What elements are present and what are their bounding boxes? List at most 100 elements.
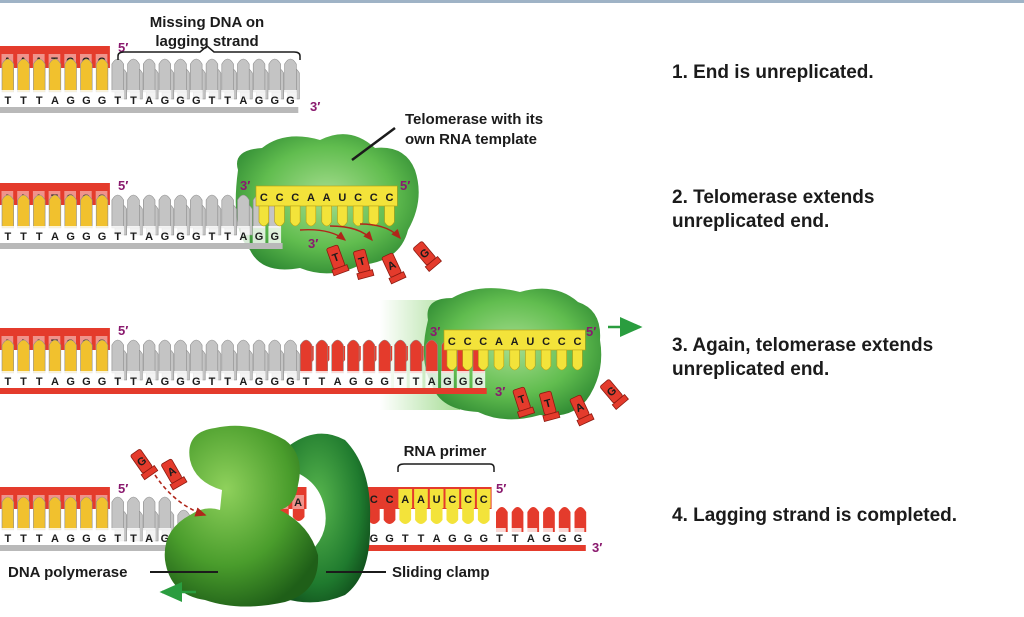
row2-bottom-base-box xyxy=(95,226,109,244)
row3-free-nucleotide-foot xyxy=(542,411,561,423)
row3-bottom-base: A xyxy=(428,376,436,388)
row4-primer-five-prime: 5′ xyxy=(496,481,506,496)
row4-primer-tooth xyxy=(477,508,490,524)
row3-bottom-base: G xyxy=(82,376,91,388)
row3-bottom-base: A xyxy=(239,376,247,388)
row4-bottom-end-base: G xyxy=(370,533,379,545)
row4-tail-tooth xyxy=(496,507,508,532)
row1-bottom-tooth xyxy=(205,58,219,93)
row3-bottom-base-box xyxy=(315,371,329,389)
row3-bottom-base-box xyxy=(252,371,266,389)
row4-bottom-end-base: T xyxy=(402,533,409,545)
row4-bottom-end-box xyxy=(508,528,522,546)
row3-bottom-base: T xyxy=(413,376,420,388)
row4-bottom-end-box xyxy=(540,528,553,546)
row1-bottom-base: G xyxy=(255,95,264,107)
row3-bottom-tooth xyxy=(127,339,140,374)
row1-bottom-base-box xyxy=(64,90,77,108)
row2-rna-base: A xyxy=(323,192,331,204)
row3-bottom-tooth xyxy=(174,339,187,374)
row3-rna-tooth xyxy=(493,349,505,371)
row1-bottom-base-box xyxy=(32,90,46,108)
row4-bottom-end-base: G xyxy=(479,533,488,545)
row3-bottom-base-box xyxy=(425,371,439,389)
row3-bottom-base: G xyxy=(255,376,264,388)
row3-bottom-base: G xyxy=(365,376,374,388)
row4-primer-base: A xyxy=(401,494,409,506)
row3-bottom-base-box xyxy=(111,371,125,389)
row3-bottom-base-box xyxy=(346,371,360,389)
row4-primer-box xyxy=(461,489,475,508)
row4-new-top-base: A xyxy=(294,497,302,509)
row4-bottom-base: T xyxy=(36,533,43,545)
row4-bottom-end-base: T xyxy=(496,533,503,545)
row1-bottom-tooth xyxy=(64,58,77,93)
row2-free-nucleotide: T xyxy=(353,248,375,281)
row2-bottom-tooth xyxy=(237,194,250,229)
row4-bottom-end-box xyxy=(477,528,491,546)
top-border xyxy=(0,0,1024,3)
row1-bottom-tooth xyxy=(174,58,187,93)
row1-bottom-base: T xyxy=(4,95,11,107)
row3-rna-tooth xyxy=(525,349,536,371)
row4-primer-tooth xyxy=(430,508,443,524)
row3-bottom-base-box xyxy=(1,371,15,389)
row2-rna-base: C xyxy=(385,192,393,204)
row3-bottom-tooth xyxy=(221,339,234,374)
row1-bottom-tooth xyxy=(190,58,203,93)
row4-bottom-rail xyxy=(0,545,173,551)
row3-bottom-base-box xyxy=(48,371,62,389)
row2-bottom-base-box xyxy=(221,226,234,244)
row2-free-nucleotide-foot xyxy=(388,271,407,285)
row1-bottom-base-box xyxy=(48,90,62,108)
row3-bottom-base: A xyxy=(334,376,342,388)
row2-bottom-tooth xyxy=(127,194,140,229)
row4-primer-box xyxy=(382,489,397,508)
row2-bottom-tooth xyxy=(205,194,219,229)
row2-incorporation-arrow xyxy=(299,229,347,241)
row3-bottom-tooth xyxy=(300,339,313,374)
row2-bottom-base: T xyxy=(224,231,231,243)
row3-bottom-base: T xyxy=(224,376,231,388)
row4-primer-base: C xyxy=(370,494,378,506)
row3-bottom-base: G xyxy=(475,376,484,388)
row4-primer-tooth xyxy=(383,508,396,524)
row2-bottom-base: T xyxy=(36,231,43,243)
row3-bottom-base: G xyxy=(286,376,295,388)
row3-bottom-base: G xyxy=(176,376,185,388)
row3-bottom-base: T xyxy=(4,376,11,388)
row4-five-prime-label: 5′ xyxy=(118,481,128,496)
row4-bottom-end-base: G xyxy=(448,533,457,545)
row3-bottom-base: G xyxy=(380,376,389,388)
row2-free-nucleotide-foot xyxy=(331,264,350,277)
row2-rna-tooth xyxy=(290,205,301,227)
row3-rna-tooth xyxy=(446,349,457,371)
row2-bottom-base: G xyxy=(66,231,75,243)
row3-bottom-tooth xyxy=(33,339,46,374)
row2-bottom-tooth xyxy=(80,194,93,229)
step-2-line1: 2. Telomerase extends xyxy=(672,187,875,208)
row4-primer-tooth xyxy=(368,508,380,524)
row4-free-nucleotide-foot xyxy=(140,465,159,481)
row1-bottom-base: T xyxy=(130,95,137,107)
row3-rna-tooth xyxy=(540,349,552,371)
row4-bottom-base: A xyxy=(51,533,59,545)
missing-dna-bracket xyxy=(117,45,301,60)
row1-bottom-tooth xyxy=(48,58,62,93)
row3-free-nucleotide: G xyxy=(600,379,629,410)
row2-rna-five-prime: 5′ xyxy=(400,178,410,193)
row3-free-nucleotide-letter: T xyxy=(543,397,553,410)
row1-bottom-tooth xyxy=(143,58,156,93)
row4-bottom-end-base: G xyxy=(385,533,394,545)
row1-bottom-base: T xyxy=(36,95,43,107)
row1-bottom-base-box xyxy=(174,90,187,108)
missing-dna-label-line2: lagging strand xyxy=(155,33,258,50)
row1-bottom-base: G xyxy=(192,95,201,107)
row1-bottom-base-box xyxy=(80,90,93,108)
row2-bottom-base-box xyxy=(80,226,93,244)
row1-bottom-base-box xyxy=(252,90,266,108)
row3-bottom-base-box xyxy=(32,371,46,389)
row1-bottom-base-box xyxy=(127,90,140,108)
